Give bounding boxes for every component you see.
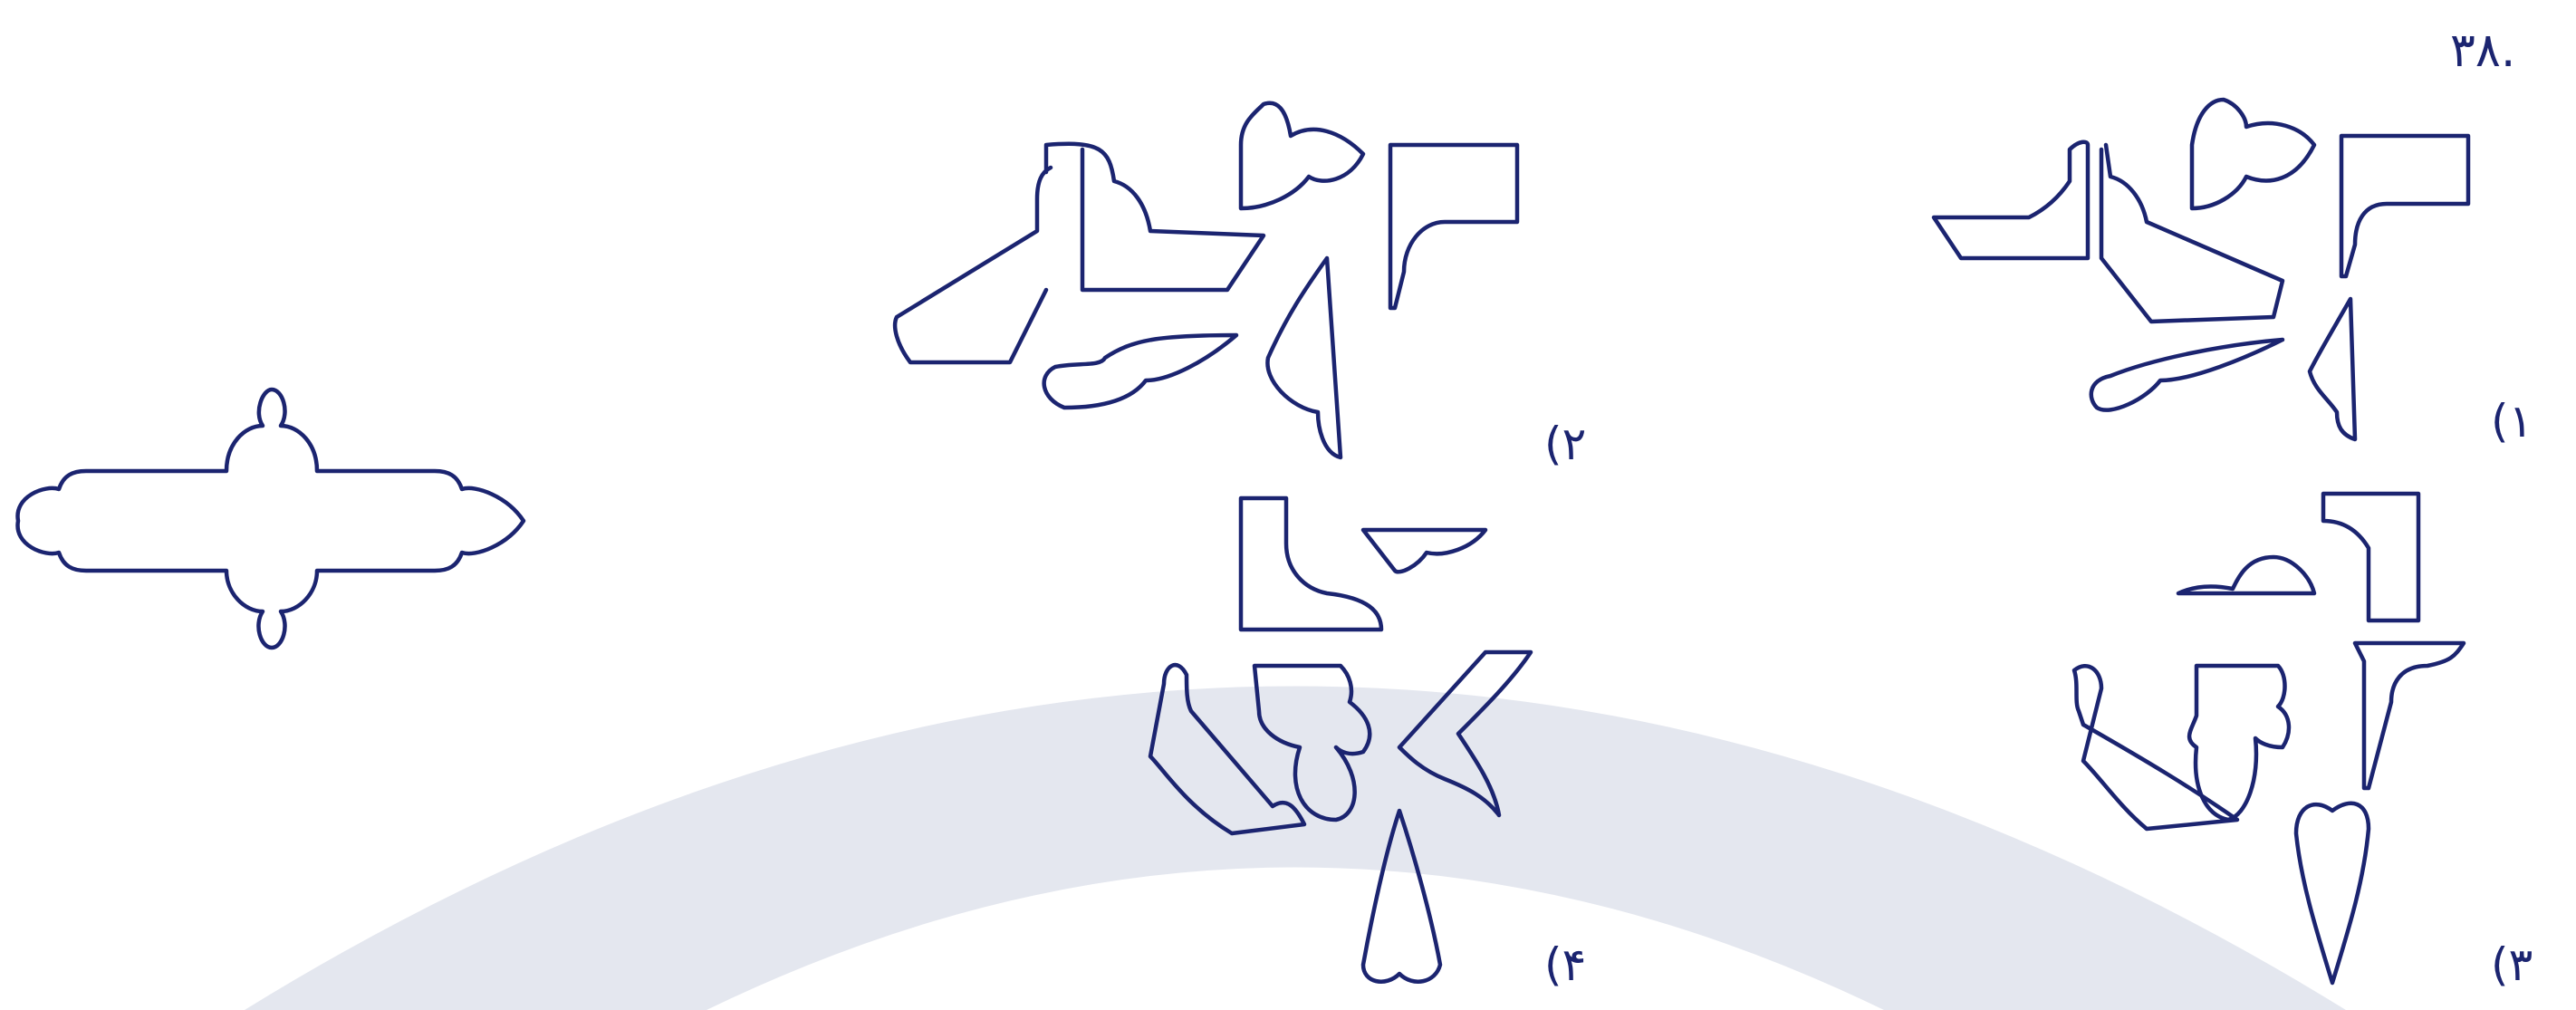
option-1-piece-corner-frame — [2341, 136, 2468, 276]
option-3-piece-small-triangle — [2178, 557, 2314, 593]
option-3-piece-bird-left — [2074, 666, 2237, 829]
option-4-piece-drop — [1363, 811, 1440, 982]
option-2-piece-corner-frame — [1390, 145, 1517, 308]
option-3-piece-heart-drop — [2296, 803, 2369, 983]
option-4-piece-chevron — [1399, 652, 1531, 815]
option-4-piece-small-triangle — [1363, 530, 1485, 572]
target-shape — [18, 390, 524, 648]
option-3-piece-corner-frame — [2323, 494, 2418, 620]
option-3-pieces — [2074, 494, 2464, 983]
option-4-pieces — [1150, 498, 1531, 982]
option-3-piece-corner-arrow — [2355, 643, 2464, 788]
option-2-piece-slim-triangle — [1267, 258, 1341, 457]
option-2-piece-bird-bottom — [1044, 335, 1236, 408]
question-number: ۳۸. — [2450, 27, 2515, 74]
option-1-piece-flat-arm — [1934, 142, 2088, 258]
option-4-piece-step-frame — [1241, 498, 1381, 630]
option-2-piece-tall-panel — [1046, 144, 1264, 290]
option-2-pieces — [895, 103, 1517, 457]
option-2-piece-diagonal-arm — [895, 168, 1051, 362]
option-1-piece-bird-top — [2192, 100, 2314, 208]
option-4-label[interactable]: (۴ — [1544, 942, 1586, 987]
option-2-label[interactable]: (۲ — [1544, 421, 1586, 467]
option-3-label[interactable]: (۳ — [2491, 942, 2533, 987]
option-1-label[interactable]: (۱ — [2491, 399, 2533, 444]
option-1-piece-slim-triangle — [2310, 299, 2355, 439]
option-2-piece-bird-top — [1241, 103, 1363, 208]
option-4-piece-shield — [1254, 666, 1370, 820]
option-1-pieces — [1934, 100, 2468, 439]
option-1-piece-bird-bottom — [2091, 340, 2283, 410]
option-4-piece-bird-left — [1150, 665, 1304, 833]
